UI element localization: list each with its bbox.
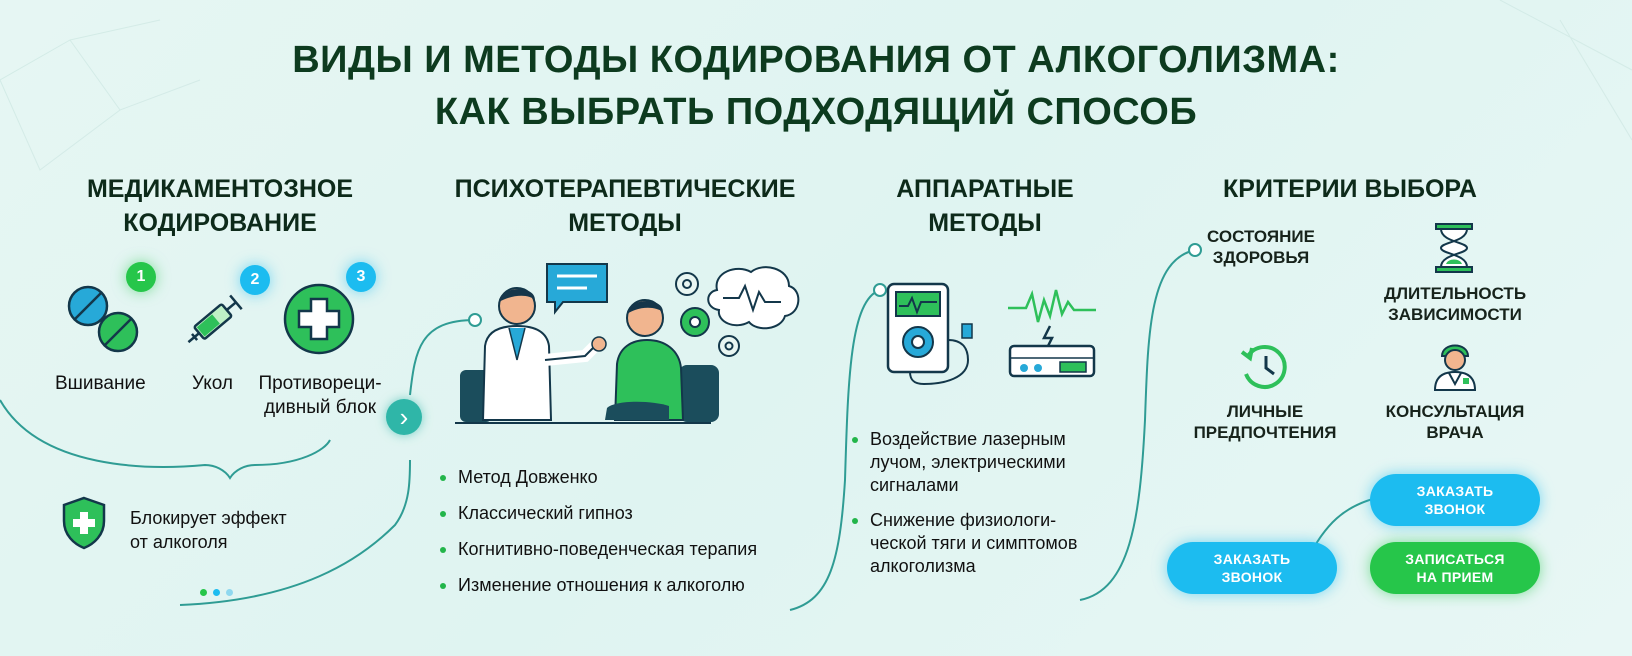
list-item-line: Воздействие лазерным [870, 429, 1066, 449]
criterion-consultation: КОНСУЛЬТАЦИЯ ВРАЧА [1370, 401, 1540, 443]
medical-heading-line-2: КОДИРОВАНИЕ [123, 209, 317, 237]
label-implant: Вшивание [55, 373, 146, 394]
shield-cross-icon [62, 496, 106, 550]
hardware-heading-line-1: АППАРАТНЫЕ [896, 175, 1074, 203]
criterion-line: ЗДОРОВЬЯ [1212, 248, 1310, 267]
medical-cross-icon [283, 283, 355, 355]
page-title: ВИДЫ И МЕТОДЫ КОДИРОВАНИЯ ОТ АЛКОГОЛИЗМА… [0, 34, 1632, 138]
title-line-1: ВИДЫ И МЕТОДЫ КОДИРОВАНИЯ ОТ АЛКОГОЛИЗМА… [292, 39, 1340, 81]
list-item: Когнитивно-поведенческая терапия [436, 538, 757, 561]
criterion-preferences: ЛИЧНЫЕ ПРЕДПОЧТЕНИЯ [1190, 401, 1340, 443]
list-item: Изменение отношения к алкоголю [436, 574, 757, 597]
list-item-line: лучом, электрическими [870, 452, 1066, 472]
dot-3[interactable] [226, 589, 233, 596]
order-call-button-top[interactable]: ЗАКАЗАТЬ ЗВОНОК [1370, 474, 1540, 526]
pagination-dots[interactable] [200, 589, 233, 596]
list-item: Воздействие лазерным лучом, электрически… [848, 428, 1077, 497]
button-label: ЗВОНОК [1424, 501, 1486, 517]
hardware-heading-line-2: МЕТОДЫ [928, 209, 1042, 237]
dot-1[interactable] [200, 589, 207, 596]
criterion-line: ДЛИТЕЛЬНОСТЬ [1383, 284, 1527, 303]
chevron-right-icon: › [399, 402, 409, 432]
dot-2[interactable] [213, 589, 220, 596]
button-label: ЗВОНОК [1221, 569, 1283, 585]
button-label: ЗАКАЗАТЬ [1416, 483, 1494, 499]
book-appointment-button[interactable]: ЗАПИСАТЬСЯ НА ПРИЕМ [1370, 542, 1540, 594]
button-label: НА ПРИЕМ [1416, 569, 1494, 585]
hardware-bullets: Воздействие лазерным лучом, электрически… [848, 428, 1077, 578]
medical-heading-line-1: МЕДИКАМЕНТОЗНОЕ [86, 175, 354, 203]
pills-icon [67, 285, 139, 353]
therapy-session-illustration [455, 263, 800, 424]
criterion-line: СОСТОЯНИЕ [1207, 227, 1315, 246]
syringe-icon [187, 294, 243, 344]
criterion-line: ЗАВИСИМОСТИ [1388, 305, 1522, 324]
label-block-line-2: дивный блок [263, 397, 377, 418]
block-note-line-1: Блокирует эффект [130, 508, 287, 528]
list-item: Метод Довженко [436, 466, 757, 489]
psycho-bullets: Метод Довженко Классический гипноз Когни… [436, 466, 757, 597]
badge-1: 1 [126, 262, 156, 292]
psycho-heading-line-2: МЕТОДЫ [568, 209, 682, 237]
badge-3: 3 [346, 262, 376, 292]
next-button[interactable]: › [386, 399, 422, 435]
list-item: Снижение физиологи- ческой тяги и симпто… [848, 509, 1077, 578]
list-item-line: сигналами [870, 475, 959, 495]
hourglass-icon [1435, 223, 1473, 273]
criteria-heading: КРИТЕРИИ ВЫБОРА [1223, 175, 1477, 203]
badge-2: 2 [240, 265, 270, 295]
list-item-line: алкоголизма [870, 556, 976, 576]
button-label: ЗАКАЗАТЬ [1213, 551, 1291, 567]
block-note-line-2: от алкоголя [130, 532, 228, 552]
criterion-duration: ДЛИТЕЛЬНОСТЬ ЗАВИСИМОСТИ [1370, 283, 1540, 325]
psycho-heading: ПСИХОТЕРАПЕВТИЧЕСКИЕ МЕТОДЫ [430, 172, 820, 240]
criterion-line: ПРЕДПОЧТЕНИЯ [1193, 423, 1337, 442]
list-item-line: Снижение физиологи- [870, 510, 1057, 530]
block-note: Блокирует эффект от алкоголя [130, 506, 287, 554]
order-call-button[interactable]: ЗАКАЗАТЬ ЗВОНОК [1167, 542, 1337, 594]
electric-device-icon [1008, 289, 1096, 378]
therapy-device-icon [886, 282, 973, 386]
list-item: Классический гипноз [436, 502, 757, 525]
criterion-line: КОНСУЛЬТАЦИЯ [1385, 402, 1525, 421]
criterion-health: СОСТОЯНИЕ ЗДОРОВЬЯ [1196, 226, 1326, 268]
criterion-line: ВРАЧА [1426, 423, 1484, 442]
label-block: Противореци- дивный блок [254, 372, 386, 420]
criterion-line: ЛИЧНЫЕ [1226, 402, 1304, 421]
title-line-2: КАК ВЫБРАТЬ ПОДХОДЯЩИЙ СПОСОБ [434, 91, 1198, 133]
label-block-line-1: Противореци- [258, 373, 382, 394]
label-injection: Укол [192, 373, 233, 394]
list-item-line: ческой тяги и симптомов [870, 533, 1078, 553]
history-clock-icon [1240, 345, 1287, 389]
medical-heading: МЕДИКАМЕНТОЗНОЕ КОДИРОВАНИЕ [50, 172, 390, 240]
doctor-icon [1433, 344, 1477, 391]
psycho-heading-line-1: ПСИХОТЕРАПЕВТИЧЕСКИЕ [454, 175, 796, 203]
button-label: ЗАПИСАТЬСЯ [1405, 551, 1505, 567]
hardware-heading: АППАРАТНЫЕ МЕТОДЫ [845, 172, 1125, 240]
